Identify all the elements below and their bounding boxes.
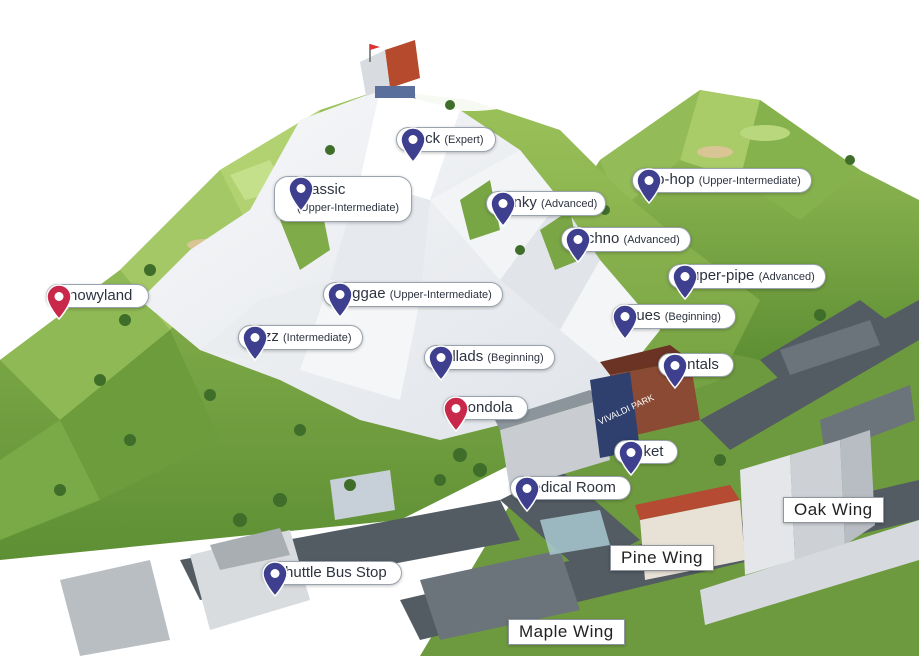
- course-level: (Expert): [444, 134, 484, 146]
- map-pin-icon: [327, 282, 353, 318]
- summit-building: [360, 40, 420, 98]
- pin-body: [443, 396, 469, 432]
- pin-body: [428, 345, 454, 381]
- course-ballads[interactable]: Ballads (Beginning): [424, 345, 555, 381]
- course-rock[interactable]: Rock (Expert): [396, 127, 497, 163]
- map-pin-icon: [565, 227, 591, 263]
- course-name: Super-pipe: [681, 267, 755, 284]
- facility-shuttle-bus-stop[interactable]: Shuttle Bus Stop: [262, 561, 402, 597]
- pin-hole: [270, 569, 280, 578]
- course-level: (Advanced): [623, 234, 680, 246]
- course-level: (Beginning): [664, 311, 721, 323]
- map-pin-icon: [514, 476, 540, 512]
- course-level: (Intermediate): [283, 332, 352, 344]
- map-pin-icon: [242, 325, 268, 361]
- map-pin-icon: [490, 191, 516, 227]
- course-hiphop[interactable]: Hip-hop (Upper-Intermediate): [632, 168, 812, 204]
- pin-hole: [680, 272, 690, 281]
- pin-hole: [644, 176, 654, 185]
- map-pin-icon: [612, 304, 638, 340]
- pin-body: [565, 227, 591, 263]
- course-funky[interactable]: Funky (Advanced): [486, 191, 607, 227]
- map-pin-icon: [428, 345, 454, 381]
- pin-body: [262, 561, 288, 597]
- course-snowyland[interactable]: Snowyland: [46, 284, 150, 320]
- wing-label-pine[interactable]: Pine Wing: [610, 545, 714, 571]
- pin-body: [636, 168, 662, 204]
- wing-label-oak[interactable]: Oak Wing: [783, 497, 884, 523]
- facility-gondola[interactable]: Gondola: [443, 396, 528, 432]
- course-level: (Advanced): [758, 271, 815, 283]
- parking: [420, 320, 915, 640]
- clouds: [195, 70, 560, 112]
- course-name: Snowyland: [59, 287, 133, 304]
- course-level: (Upper-Intermediate): [698, 175, 801, 187]
- map-pin-icon: [262, 561, 288, 597]
- pin-body: [327, 282, 353, 318]
- map-pin-icon: [46, 284, 72, 320]
- course-level: (Beginning): [487, 352, 544, 364]
- pin-body: [662, 353, 688, 389]
- pin-hole: [436, 353, 446, 362]
- facility-medical-room[interactable]: Medical Room: [510, 476, 631, 512]
- facility-name: Shuttle Bus Stop: [275, 564, 387, 581]
- pin-body: [672, 264, 698, 300]
- map-pin-icon: [636, 168, 662, 204]
- pin-hole: [296, 184, 306, 193]
- map-pin-icon: [618, 440, 644, 476]
- course-level: (Advanced): [541, 198, 598, 210]
- map-pin-icon: [400, 127, 426, 163]
- pin-hole: [54, 292, 64, 301]
- pin-hole: [498, 199, 508, 208]
- map-pin-icon: [443, 396, 469, 432]
- pin-hole: [451, 404, 461, 413]
- course-blues[interactable]: Blues (Beginning): [612, 304, 736, 340]
- pin-hole: [626, 448, 636, 457]
- pin-body: [490, 191, 516, 227]
- pin-body: [612, 304, 638, 340]
- course-level: (Upper-Intermediate): [389, 289, 492, 301]
- map-pin-icon: [662, 353, 688, 389]
- course-reggae[interactable]: Reggae (Upper-Intermediate): [323, 282, 503, 318]
- pin-hole: [522, 484, 532, 493]
- map-pin-icon: [288, 176, 314, 212]
- pin-body: [618, 440, 644, 476]
- facility-name: Gondola: [456, 399, 513, 416]
- facility-name: Medical Room: [520, 479, 616, 496]
- pin-body: [46, 284, 72, 320]
- pin-hole: [620, 312, 630, 321]
- pin-body: [514, 476, 540, 512]
- pin-hole: [670, 361, 680, 370]
- facility-rentals[interactable]: Rentals: [658, 353, 734, 389]
- map-pin-icon: [672, 264, 698, 300]
- course-classic[interactable]: Classic (Upper-Intermediate): [274, 176, 413, 222]
- course-super-pipe[interactable]: Super-pipe (Advanced): [668, 264, 826, 300]
- course-level: (Upper-Intermediate): [297, 202, 400, 214]
- pin-hole: [250, 333, 260, 342]
- pin-body: [242, 325, 268, 361]
- pin-hole: [408, 135, 418, 144]
- pin-hole: [335, 290, 345, 299]
- facility-ticket[interactable]: Ticket: [614, 440, 679, 476]
- pin-hole: [573, 235, 583, 244]
- pin-body: [288, 176, 314, 212]
- pin-body: [400, 127, 426, 163]
- wing-label-maple[interactable]: Maple Wing: [508, 619, 625, 645]
- course-jazz[interactable]: Jazz (Intermediate): [238, 325, 363, 361]
- trees: [54, 100, 855, 527]
- course-techno[interactable]: Techno (Advanced): [561, 227, 691, 263]
